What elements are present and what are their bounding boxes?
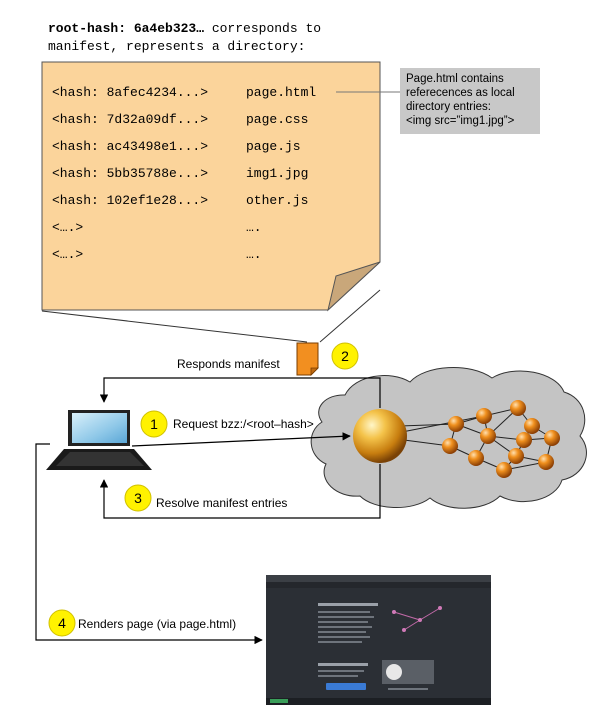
manifest-entry-name: page.js	[246, 139, 301, 154]
step-4-number: 4	[58, 615, 66, 631]
step-4-label: Renders page (via page.html)	[78, 617, 236, 631]
step-3-label: Resolve manifest entries	[156, 496, 287, 510]
manifest-entry-hash: <….>	[52, 220, 83, 235]
network-node	[538, 454, 554, 470]
network-node	[468, 450, 484, 466]
manifest-doc-icon	[296, 342, 319, 376]
manifest-entry-name: page.css	[246, 112, 308, 127]
manifest-entries: <hash: 8afec4234...> page.html <hash: 7d32…	[52, 85, 316, 262]
callout-line: referecences as local	[406, 87, 515, 99]
manifest-entry-hash: <hash: 8afec4234...>	[52, 85, 208, 100]
header-line-1: root-hash: 6a4eb323… corresponds to	[48, 21, 321, 36]
callout-line: Page.html contains	[406, 73, 504, 85]
manifest-entry-hash: <hash: 5bb35788e...>	[52, 166, 208, 181]
rendered-page-thumbnail	[266, 575, 491, 705]
network-node	[442, 438, 458, 454]
header-line-2: manifest, represents a directory:	[48, 39, 305, 54]
callout-line: <img src=”img1.jpg”>	[406, 115, 515, 127]
laptop-icon	[46, 410, 152, 470]
manifest-entry-name: img1.jpg	[246, 166, 308, 181]
network-nodes	[442, 400, 560, 478]
arrow-resolve-entries	[99, 464, 381, 519]
step-4-badge	[48, 609, 76, 637]
callout-text: Page.html contains referecences as local d…	[406, 73, 515, 127]
manifest-entry-name: ….	[246, 220, 262, 235]
arrow-responds-manifest	[99, 377, 381, 408]
network-node	[510, 400, 526, 416]
step-3-number: 3	[134, 490, 142, 506]
manifest-entry-hash: <hash: 7d32a09df...>	[52, 112, 208, 127]
zoom-line-left	[41, 310, 308, 343]
manifest-entry-hash: <….>	[52, 247, 83, 262]
arrow-renders-page	[35, 443, 263, 645]
callout-line: directory entries:	[406, 101, 491, 113]
network-node	[448, 416, 464, 432]
network-node	[508, 448, 524, 464]
network-node	[544, 430, 560, 446]
manifest-entry-name: ….	[246, 247, 262, 262]
manifest-entry-name: page.html	[246, 85, 316, 100]
manifest-entry-hash: <hash: 102ef1e28...>	[52, 193, 208, 208]
zoom-line-right	[319, 289, 381, 343]
step-2-label: Responds manifest	[177, 357, 280, 371]
step-3-badge	[124, 484, 152, 512]
manifest-document	[41, 61, 381, 312]
callout-box	[336, 68, 540, 134]
manifest-entry-name: other.js	[246, 193, 308, 208]
network-node	[524, 418, 540, 434]
network-node	[480, 428, 496, 444]
network-node	[496, 462, 512, 478]
step-1-number: 1	[150, 416, 158, 432]
step-2-badge	[331, 342, 359, 370]
step-1-label: Request bzz:/<root–hash>	[173, 417, 314, 431]
gateway-node	[353, 409, 407, 463]
network-edge	[401, 415, 485, 433]
step-1-badge	[140, 410, 168, 438]
network-node	[476, 408, 492, 424]
manifest-entry-hash: <hash: ac43498e1...>	[52, 139, 208, 154]
step-2-number: 2	[341, 348, 349, 364]
network-node	[516, 432, 532, 448]
arrow-request	[131, 432, 351, 447]
network-edge	[399, 423, 457, 427]
